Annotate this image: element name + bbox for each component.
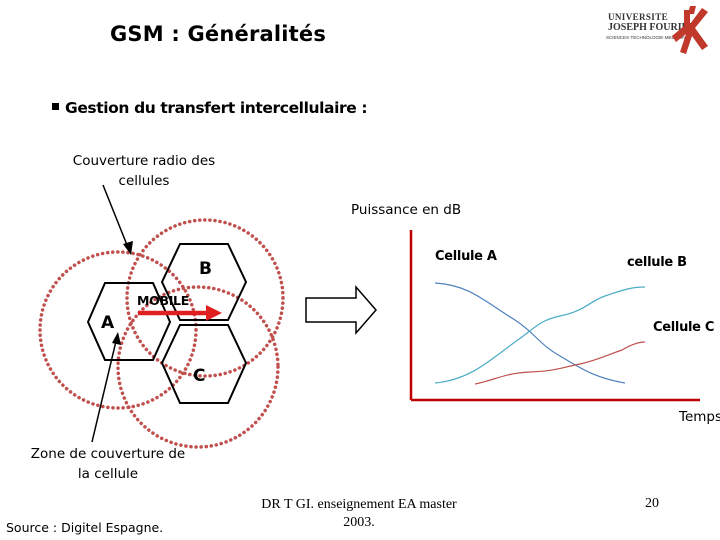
footer-credit-line-1: DR T GI. enseignement EA master [261, 497, 457, 512]
zone-label: Zone de couverture de la cellule [22, 444, 194, 484]
coverage-circle-a [38, 250, 198, 410]
logo-emblem-icon [672, 6, 708, 54]
bullet-icon [52, 103, 59, 110]
coverage-pointer-arrowhead [123, 241, 133, 255]
zone-pointer-arrow [91, 336, 118, 443]
transition-arrow [305, 284, 377, 336]
section-heading-text: Gestion du transfert intercellulaire : [65, 99, 368, 117]
zone-pointer-arrowhead [112, 332, 121, 345]
slide-title: GSM : Généralités [110, 22, 327, 46]
footer-credit-line-2: 2003. [343, 515, 375, 530]
curve-cell-c [474, 341, 646, 385]
coverage-pointer-arrow [102, 184, 130, 251]
curve-cell-a [434, 282, 626, 384]
mobile-arrowhead [206, 305, 222, 321]
logo-line-2: JOSEPH FOURIER [608, 22, 696, 33]
page-number: 20 [645, 496, 659, 511]
curve-label-a: Cellule A [435, 249, 497, 264]
hexagon-cell-a [86, 282, 172, 361]
section-heading: Gestion du transfert intercellulaire : [52, 99, 368, 117]
cell-label-b: B [199, 259, 212, 279]
coverage-label-line-1: Couverture radio des [72, 153, 216, 169]
zone-label-line-2: la cellule [77, 466, 139, 482]
logo-line-1: UNIVERSITE [608, 12, 669, 22]
source-note: Source : Digitel Espagne. [6, 520, 164, 535]
zone-label-line-1: Zone de couverture de [30, 446, 186, 462]
mobile-label: MOBILE [137, 293, 189, 308]
coverage-circle-b [125, 218, 285, 378]
coverage-circle-c [116, 285, 280, 449]
hexagon-cell-b [160, 243, 248, 321]
cell-label-a: A [101, 313, 115, 333]
hexagon-cell-c [160, 324, 248, 404]
curve-cell-b [434, 286, 646, 384]
footer-credit: DR T GI. enseignement EA master 2003. [250, 496, 468, 532]
graph-y-label: Puissance en dB [351, 202, 462, 218]
coverage-label-line-2: cellules [118, 173, 170, 189]
curve-label-c: Cellule C [653, 320, 715, 335]
cell-label-c: C [193, 366, 206, 386]
university-logo: UNIVERSITE JOSEPH FOURIER SCIENCES·TECHN… [604, 6, 710, 58]
coverage-label: Couverture radio des cellules [60, 151, 228, 191]
logo-line-3: SCIENCES·TECHNOLOGIE·MEDECINE [606, 35, 689, 40]
graph-x-label: Temps [679, 409, 720, 425]
curve-label-b: cellule B [627, 255, 687, 270]
